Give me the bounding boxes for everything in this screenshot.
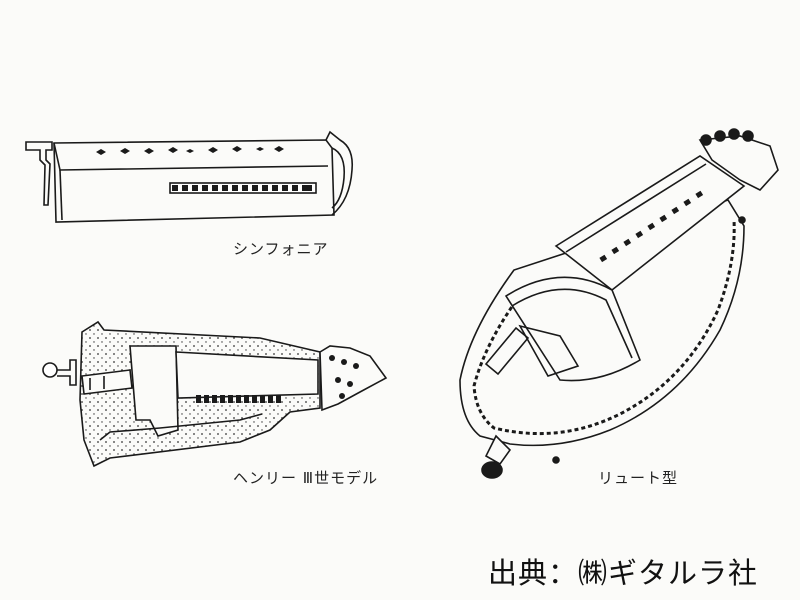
source-credit: 出典：㈱ギタルラ社 — [488, 556, 759, 590]
lute-type-drawing — [459, 128, 779, 479]
caption-lute-type: リュート型 — [598, 469, 679, 487]
caption-sinfonia: シンフォニア — [233, 240, 329, 258]
caption-henry-model: ヘンリー Ⅲ世モデル — [233, 469, 379, 487]
sinfonia-drawing — [25, 130, 354, 223]
henry-model-drawing — [42, 320, 388, 468]
